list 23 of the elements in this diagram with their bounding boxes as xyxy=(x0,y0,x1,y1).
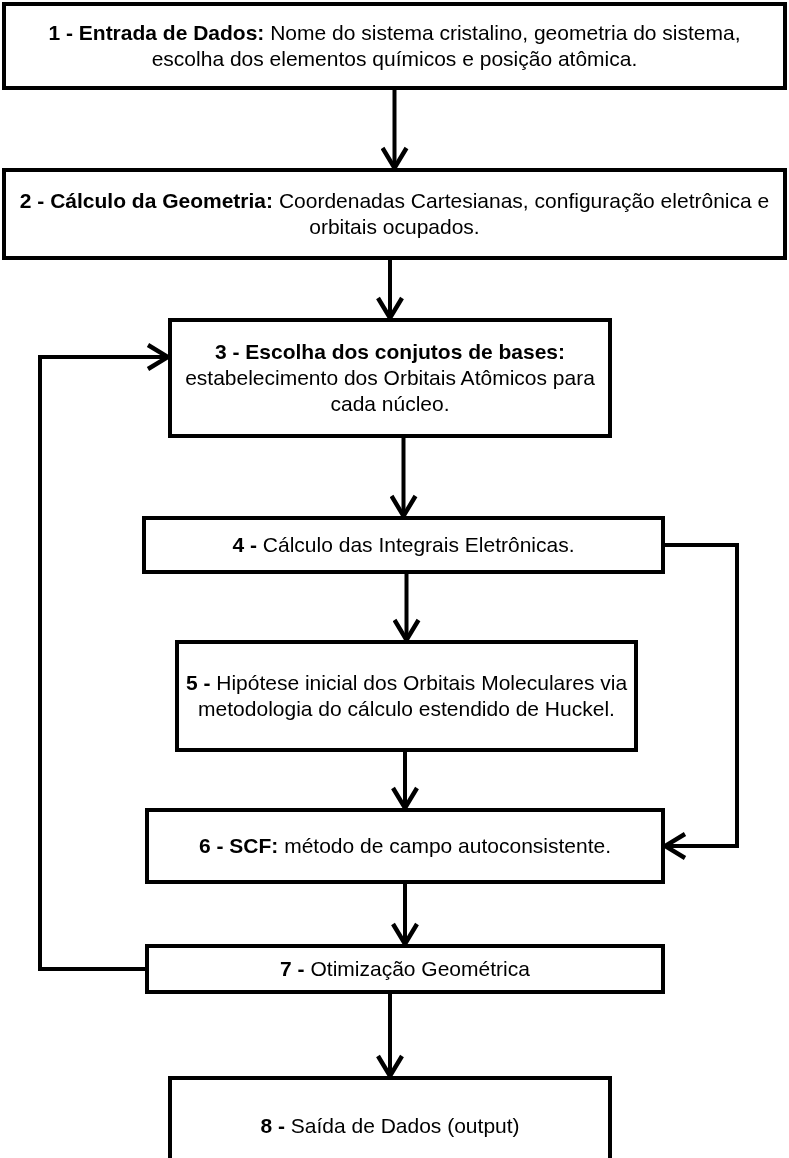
process-box xyxy=(145,944,665,994)
arrow xyxy=(375,994,405,1079)
arrow xyxy=(380,90,409,171)
process-box xyxy=(168,318,612,438)
step-text: 7 - Otimização Geométrica xyxy=(280,955,530,982)
step-text: 5 - Hipótese inicial dos Orbitais Moleculares via metodologia do cálculo estendido de Huckel. xyxy=(185,669,628,722)
process-box xyxy=(168,1076,612,1158)
arrow xyxy=(389,438,418,519)
process-box xyxy=(2,2,787,90)
arrow xyxy=(392,574,421,643)
arrow xyxy=(390,884,420,947)
process-box xyxy=(2,168,787,260)
step-text: 1 - Entrada de Dados: Nome do sistema cristalino, geometria do sistema, escolha dos elementos químicos e posição atômica. xyxy=(47,19,742,72)
arrow xyxy=(390,752,420,811)
step-text: 3 - Escolha dos conjutos de bases: estabelecimento dos Orbitais Atômicos para cada núcleo. xyxy=(184,338,596,418)
step-text: 6 - SCF: método de campo autoconsistente. xyxy=(198,832,612,859)
step-text: 4 - Cálculo das Integrais Eletrônicas. xyxy=(232,531,575,558)
process-box xyxy=(175,640,638,752)
step-text: 2 - Cálculo da Geometria: Coordenadas Cartesianas, configuração eletrônica e orbitais ocupados. xyxy=(18,187,771,240)
process-box xyxy=(145,808,665,884)
arrow xyxy=(375,260,405,321)
process-box xyxy=(142,516,665,574)
step-text: 8 - Saída de Dados (output) xyxy=(260,1112,520,1139)
